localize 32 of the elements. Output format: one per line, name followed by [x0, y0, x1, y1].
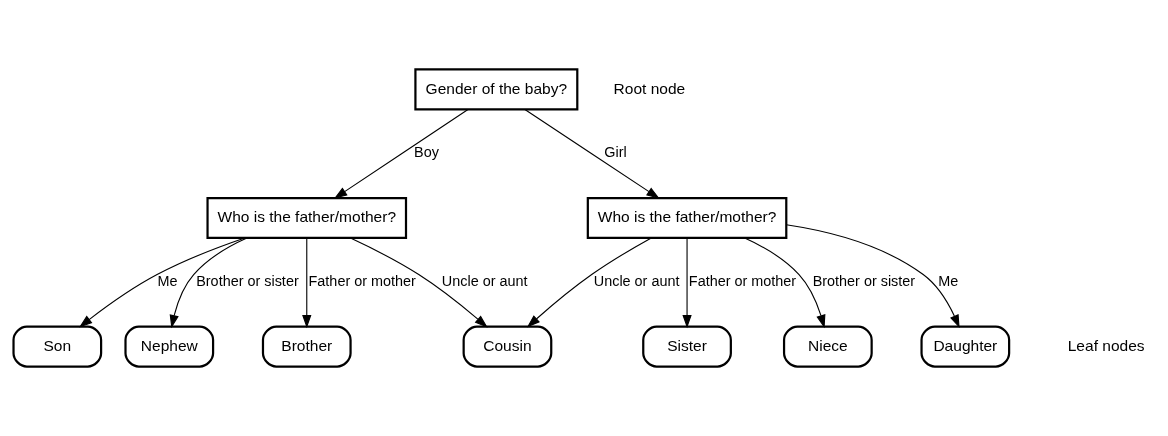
node-box: Gender of the baby?: [413, 68, 578, 111]
arrow: [301, 237, 311, 329]
arrow: [169, 237, 247, 329]
arrow: [681, 237, 692, 329]
node-box: Niece: [782, 325, 873, 368]
edge-label: Uncle or aunt: [441, 273, 528, 290]
arrow: [78, 237, 245, 328]
node-box: Daughter: [919, 325, 1010, 368]
label: Leaf nodes: [1067, 336, 1145, 354]
edge-label: Brother or sister: [812, 273, 915, 290]
arrow: [785, 224, 960, 329]
arrow: [349, 237, 488, 328]
node-box: Who is the father/mother?: [586, 196, 787, 240]
node-box: Son: [11, 325, 102, 368]
node-box: Cousin: [462, 325, 552, 368]
edge-label: Me: [937, 273, 958, 290]
edge-label: Father or mother: [308, 273, 416, 290]
edge-label: Girl: [603, 144, 627, 161]
arrow: [743, 237, 825, 329]
edge-label: Father or mother: [688, 273, 796, 290]
node-box: Sister: [641, 325, 732, 368]
node-box: Brother: [261, 325, 352, 368]
node-box: Who is the father/mother?: [205, 196, 407, 240]
arrow: [333, 108, 469, 199]
edge-label: Brother or sister: [195, 273, 299, 290]
node-box: Nephew: [123, 325, 214, 368]
edge-label: Me: [157, 273, 178, 290]
edge-label: Boy: [413, 144, 439, 161]
label: Root node: [613, 79, 685, 97]
arrow: [526, 237, 652, 328]
edge-label: Uncle or aunt: [593, 273, 679, 290]
arrow: [523, 108, 660, 199]
